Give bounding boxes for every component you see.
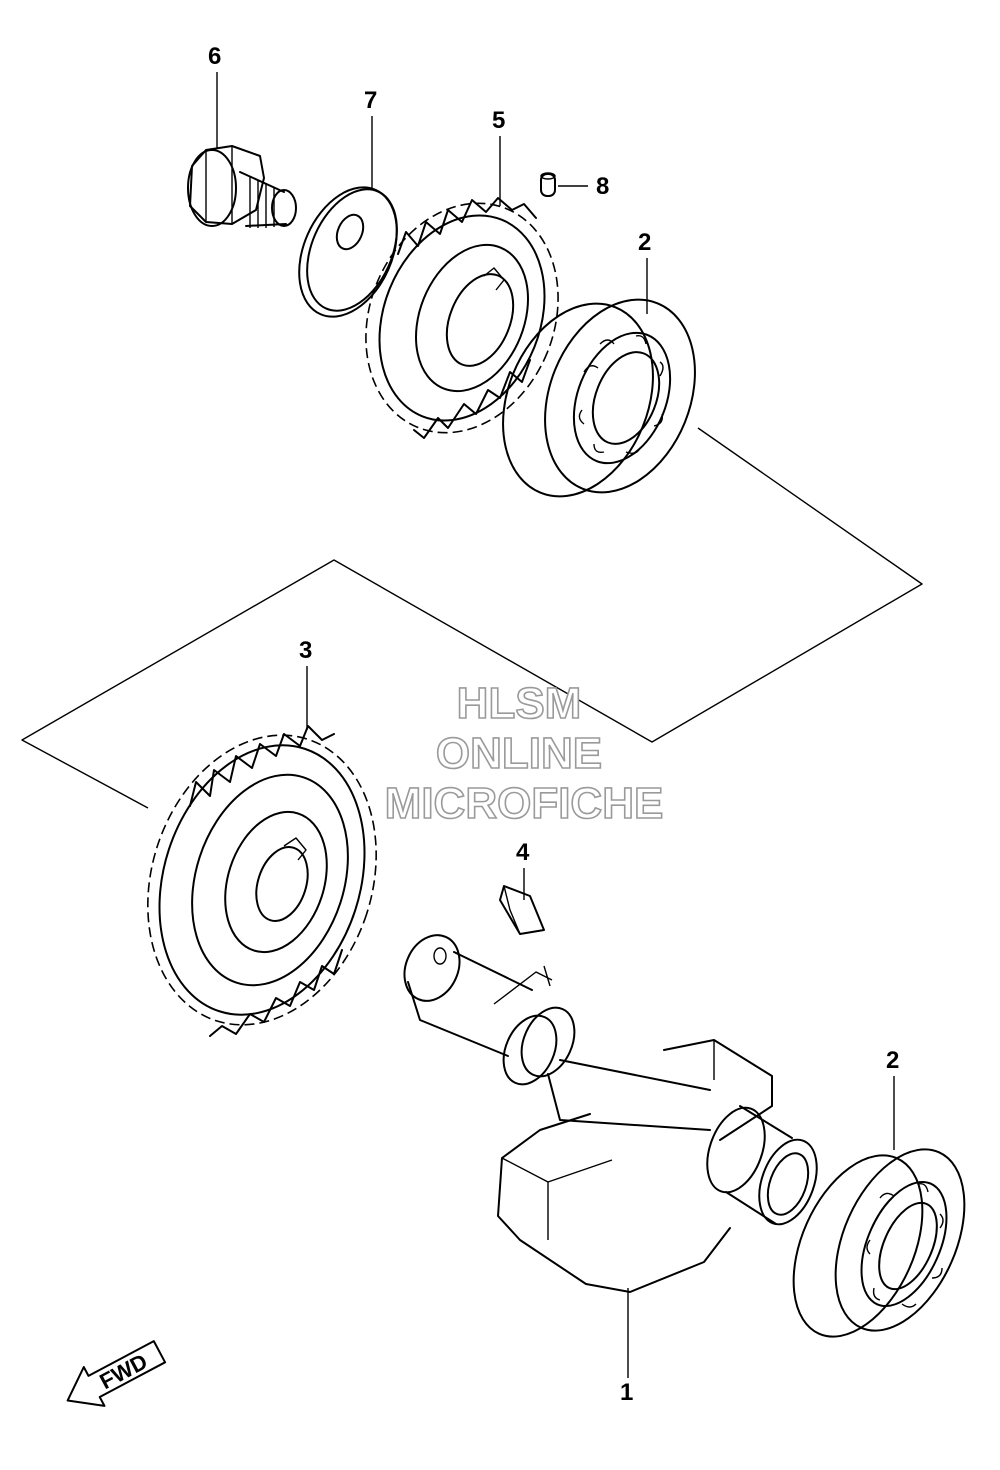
part-1-balancer-shaft	[403, 934, 818, 1293]
callout-2-upper: 2	[638, 229, 651, 256]
part-5-gear	[365, 197, 559, 439]
part-8-pin	[540, 172, 556, 197]
part-2-upper-bearing	[502, 298, 696, 498]
part-4-key	[499, 885, 545, 935]
callout-6: 6	[208, 43, 221, 70]
leader-lines	[216, 72, 895, 1378]
callout-4: 4	[516, 839, 530, 866]
callout-3: 3	[299, 637, 312, 664]
watermark-line-2: ONLINE	[436, 729, 602, 778]
watermark: HLSM ONLINE MICROFICHE	[384, 678, 664, 829]
callout-5: 5	[492, 107, 505, 134]
part-2-lower-bearing	[792, 1148, 966, 1338]
assembly-frame	[21, 427, 923, 809]
callout-8: 8	[596, 173, 609, 200]
callout-7: 7	[364, 87, 377, 114]
part-3-gear	[147, 725, 377, 1037]
fwd-arrow-icon: FWD	[66, 1340, 167, 1407]
callout-1: 1	[620, 1379, 633, 1406]
callout-2-lower: 2	[886, 1047, 899, 1074]
watermark-line-1: HLSM	[457, 679, 582, 728]
part-7-washer	[298, 186, 398, 318]
callouts: 6 7 5 8 2 3 4 2 1	[208, 43, 899, 1406]
part-6-bolt	[187, 145, 297, 228]
watermark-line-3: MICROFICHE	[385, 779, 664, 828]
fwd-label: FWD	[96, 1349, 152, 1395]
